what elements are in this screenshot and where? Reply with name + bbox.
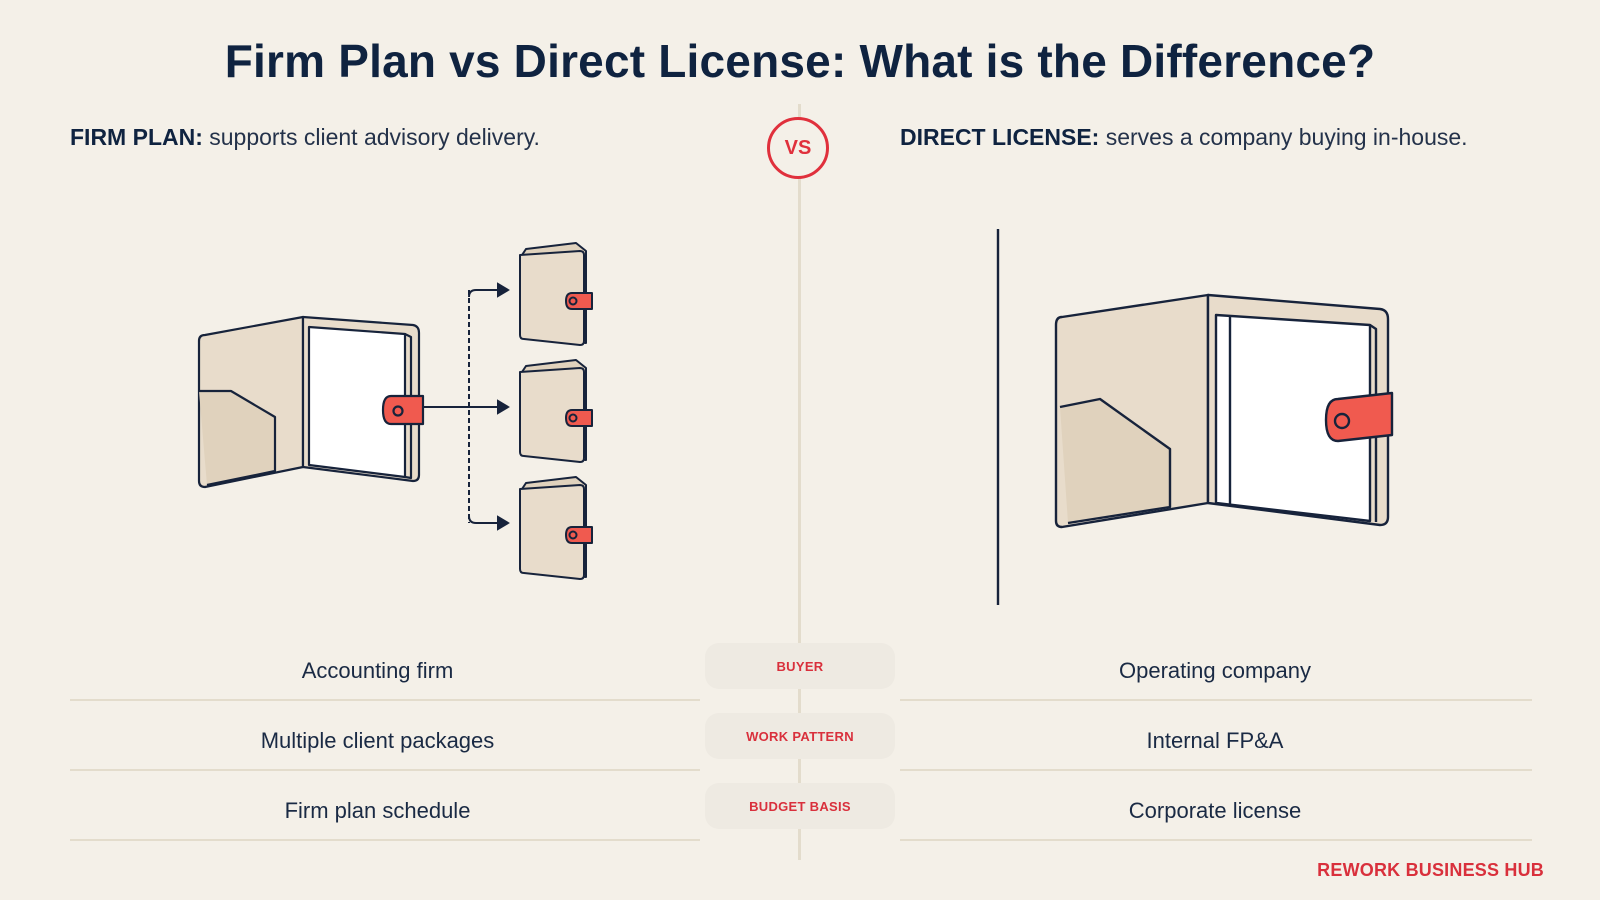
center-divider <box>798 104 801 860</box>
firm-plan-work-pattern-value: Multiple client packages <box>260 728 495 753</box>
row-divider <box>70 699 700 701</box>
row-divider <box>900 839 1532 841</box>
firm-plan-budget-basis-value: Firm plan schedule <box>284 798 471 823</box>
direct-license-label: DIRECT LICENSE: <box>900 124 1100 150</box>
large-portfolio-icon <box>1054 293 1394 529</box>
direct-license-heading: DIRECT LICENSE: serves a company buying … <box>900 124 1468 151</box>
direct-license-illustration <box>996 229 1394 605</box>
firm-plan-illustration <box>197 242 593 580</box>
firm-plan-description: supports client advisory delivery. <box>202 124 540 150</box>
row-divider <box>900 769 1532 771</box>
row-divider <box>70 839 700 841</box>
small-portfolio-icon <box>519 476 593 580</box>
direct-license-budget-basis-value: Corporate license <box>1128 798 1302 823</box>
direct-license-work-pattern-value: Internal FP&A <box>1146 728 1284 753</box>
criterion-work-pattern: WORK PATTERN <box>705 713 895 759</box>
firm-plan-heading: FIRM PLAN: supports client advisory deli… <box>70 124 540 151</box>
criterion-budget-basis: BUDGET BASIS <box>705 783 895 829</box>
criterion-buyer: BUYER <box>705 643 895 689</box>
split-arrow-icon <box>424 282 510 531</box>
row-divider <box>70 769 700 771</box>
direct-license-buyer-value: Operating company <box>1119 658 1311 683</box>
firm-plan-label: FIRM PLAN: <box>70 124 203 150</box>
small-portfolio-icon <box>519 242 593 346</box>
vs-badge: VS <box>767 117 829 179</box>
open-portfolio-icon <box>197 315 425 489</box>
brand-footer: REWORK BUSINESS HUB <box>1317 860 1544 880</box>
row-divider <box>900 699 1532 701</box>
page-title: Firm Plan vs Direct License: What is the… <box>224 35 1376 87</box>
firm-plan-buyer-value: Accounting firm <box>301 658 454 683</box>
direct-license-description: serves a company buying in-house. <box>1099 124 1468 150</box>
small-portfolio-icon <box>519 359 593 463</box>
